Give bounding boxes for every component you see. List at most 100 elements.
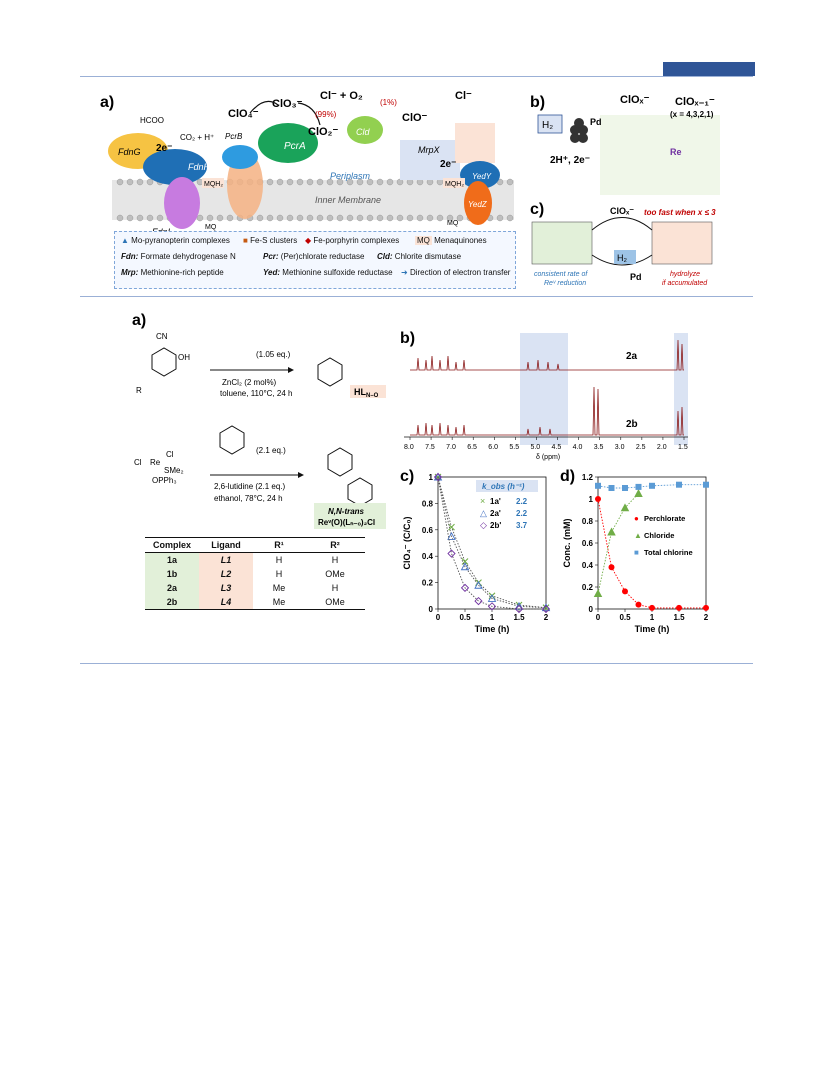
svg-text:N,N-trans: N,N-trans <box>328 507 365 516</box>
svg-text:2a: 2a <box>626 351 638 362</box>
data-point <box>460 562 470 571</box>
legend-title: k_obs (h⁻¹) <box>482 482 525 491</box>
svg-text:too fast when x ≤ 3: too fast when x ≤ 3 <box>644 208 716 217</box>
legend-label: 2a' <box>490 509 501 518</box>
x-tick-label: 0.5 <box>459 613 471 622</box>
svg-text:hydrolyze: hydrolyze <box>670 271 700 278</box>
x-axis-label: Time (h) <box>635 624 670 634</box>
svg-text:(1.05 eq.): (1.05 eq.) <box>256 350 291 359</box>
data-point <box>487 593 497 602</box>
data-point <box>620 503 630 512</box>
cld-enzyme <box>347 116 383 144</box>
svg-text:Cl: Cl <box>166 450 174 459</box>
svg-text:(2.1 eq.): (2.1 eq.) <box>256 446 286 455</box>
svg-text:Reᵛ reduction: Reᵛ reduction <box>544 280 586 287</box>
svg-text:ethanol, 78°C, 24 h: ethanol, 78°C, 24 h <box>214 494 283 503</box>
svg-text:Re: Re <box>670 147 682 157</box>
svg-text:H₂: H₂ <box>542 120 553 131</box>
data-point <box>541 604 551 614</box>
svg-text:Inner Membrane: Inner Membrane <box>315 195 381 205</box>
svg-text:ClOₓ⁻: ClOₓ⁻ <box>620 94 650 106</box>
legend-marker: ▲ <box>634 531 642 540</box>
nmr-tick-label: 7.5 <box>425 444 435 451</box>
series-line <box>597 493 639 594</box>
y-tick-label: 1.2 <box>582 473 594 482</box>
data-point <box>649 482 655 489</box>
nmr-tick-label: 6.5 <box>467 444 477 451</box>
legend-k-value: 3.7 <box>516 521 528 530</box>
svg-text:(1%): (1%) <box>380 98 397 107</box>
svg-text:Re: Re <box>150 458 161 467</box>
data-point <box>649 604 655 611</box>
svg-text:FdnG: FdnG <box>118 147 141 157</box>
nmr-highlight-1 <box>520 333 568 445</box>
svg-text:Cld: Cld <box>356 127 370 137</box>
legend-label: Perchlorate <box>644 514 685 523</box>
legend-label: 2b' <box>490 521 501 530</box>
fdnh-enzyme <box>143 149 207 185</box>
data-point <box>608 564 615 571</box>
svg-text:FdnH: FdnH <box>188 162 211 172</box>
yedz-enzyme <box>464 181 492 225</box>
svg-text:ClO₃⁻: ClO₃⁻ <box>272 98 303 110</box>
mqh2-tag <box>202 178 224 188</box>
data-point <box>622 588 628 595</box>
data-point <box>487 602 497 611</box>
data-point <box>676 604 682 611</box>
nmr-trace <box>410 339 684 371</box>
y-tick-label: 1 <box>429 473 434 482</box>
bottom-rule <box>80 663 753 664</box>
legend-k-value: 2.2 <box>516 497 528 506</box>
data-point <box>460 583 470 593</box>
nmr-tick-label: 1.5 <box>678 444 688 451</box>
svg-text:d): d) <box>560 468 575 485</box>
series-line <box>437 476 547 609</box>
fig1a-legend: ▲ Mo-pyranopterin complexes ■ Fe-S clust… <box>114 231 516 289</box>
top-rule <box>80 76 753 77</box>
svg-text:CN: CN <box>156 332 168 341</box>
x-tick-label: 2 <box>704 613 709 622</box>
section-rule <box>80 296 753 297</box>
legend-marker: ■ <box>634 548 639 557</box>
svg-text:ClO⁻: ClO⁻ <box>402 112 428 124</box>
data-point <box>461 558 469 565</box>
svg-text:OPPh₃: OPPh₃ <box>152 476 177 485</box>
y-tick-label: 0.4 <box>582 561 594 570</box>
legend-marker: △ <box>480 508 487 518</box>
nmr-tick-label: 2.0 <box>657 444 667 451</box>
svg-text:2b: 2b <box>626 419 638 430</box>
y-tick-label: 0.2 <box>422 579 434 588</box>
svg-text:a): a) <box>132 312 146 329</box>
nmr-tick-label: 3.0 <box>615 444 625 451</box>
data-point <box>608 485 615 491</box>
data-point <box>703 481 709 488</box>
svg-text:ClOₓ⁻: ClOₓ⁻ <box>610 206 634 216</box>
series-line <box>437 476 546 610</box>
svg-text:CO₂ + H⁺: CO₂ + H⁺ <box>180 133 214 142</box>
data-point <box>542 604 550 612</box>
legend-marker: × <box>480 496 485 506</box>
x-tick-label: 1.5 <box>513 613 525 622</box>
data-point <box>595 496 601 502</box>
table-header-row: Complex Ligand R¹ R² <box>145 537 365 553</box>
svg-text:R: R <box>136 386 142 395</box>
svg-text:c): c) <box>530 201 544 218</box>
fig1-panel-b: b) H₂ Pd 2H⁺, 2e⁻ ClOₓ⁻ ClOₓ₋₁⁻ (x = 4,3… <box>530 94 720 195</box>
data-point <box>474 596 483 606</box>
svg-text:δ (ppm): δ (ppm) <box>536 454 560 461</box>
x-tick-label: 2 <box>544 613 549 622</box>
y-tick-label: 0.4 <box>422 552 434 561</box>
fdni-enzyme <box>164 177 200 229</box>
svg-text:H₂: H₂ <box>617 253 627 263</box>
svg-text:OH: OH <box>178 353 190 362</box>
mrpx-box <box>400 140 460 180</box>
svg-text:ClO₄⁻: ClO₄⁻ <box>228 108 259 120</box>
svg-text:(x = 4,3,2,1): (x = 4,3,2,1) <box>670 110 714 119</box>
legend-k-value: 2.2 <box>516 509 528 518</box>
data-point <box>607 527 616 536</box>
svg-text:HCOO: HCOO <box>140 116 164 125</box>
